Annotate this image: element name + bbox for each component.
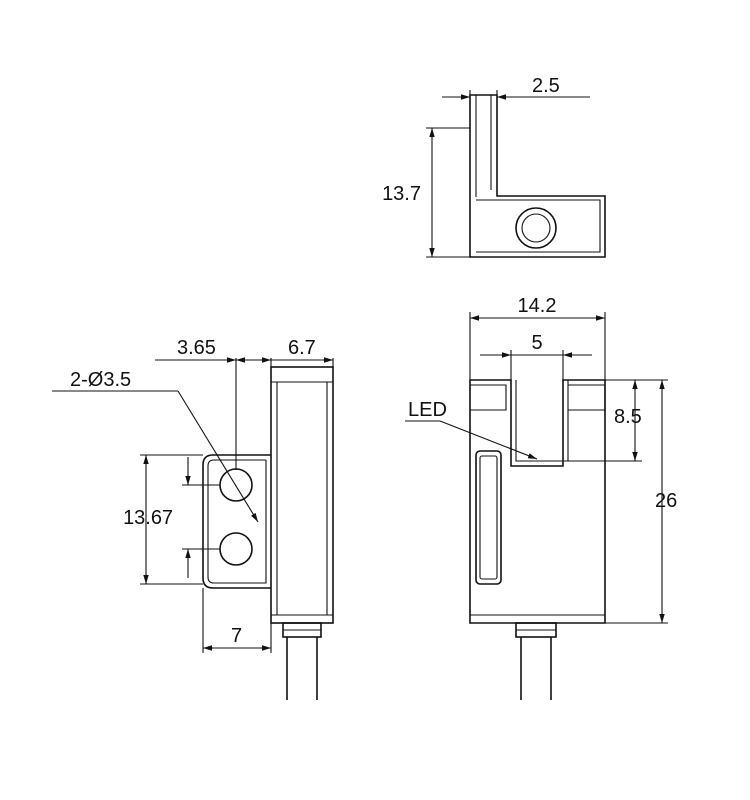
front-slot-inner — [515, 380, 568, 462]
front-width-label: 14.2 — [518, 295, 557, 317]
slot-depth-label: 8.5 — [614, 406, 642, 428]
top-view-outline — [469, 94, 606, 258]
mounting-hole-bottom — [219, 532, 253, 566]
lens-outer-circle — [515, 207, 557, 249]
front-body-outline — [469, 379, 606, 624]
side-body — [270, 366, 334, 624]
top-width-label: 2.5 — [532, 75, 560, 97]
side-view: 3.65 6.7 2-Ø3.5 7 13.6 7 — [52, 337, 334, 700]
front-side-window-inner — [479, 455, 498, 580]
hole-diameter-label: 2-Ø3.5 — [70, 369, 131, 391]
side-body-width-label: 6.7 — [288, 337, 316, 359]
hole-leader-diagonal — [177, 390, 259, 523]
lens-inner-circle — [521, 213, 551, 243]
front-left-cap — [470, 384, 507, 411]
led-leader-diagonal — [439, 420, 538, 460]
top-height-label: 13.7 — [382, 183, 421, 205]
top-view: 2.5 13.7 — [382, 75, 606, 258]
slot-width-label: 5 — [531, 332, 542, 354]
bracket-height-label: 13.6 — [123, 507, 162, 529]
hole-pitch-label: 7 — [162, 507, 173, 529]
front-view: 14.2 5 8.5 26 LED — [405, 295, 677, 700]
front-right-cap — [567, 380, 606, 461]
side-bracket-inner — [207, 459, 267, 584]
bracket-width-label: 7 — [231, 625, 242, 647]
top-view-inner-outline — [475, 95, 601, 253]
front-side-window — [475, 450, 502, 585]
led-label: LED — [408, 399, 447, 421]
front-height-label: 26 — [655, 490, 677, 512]
side-bracket — [202, 454, 271, 589]
side-offset-label: 3.65 — [177, 337, 216, 359]
